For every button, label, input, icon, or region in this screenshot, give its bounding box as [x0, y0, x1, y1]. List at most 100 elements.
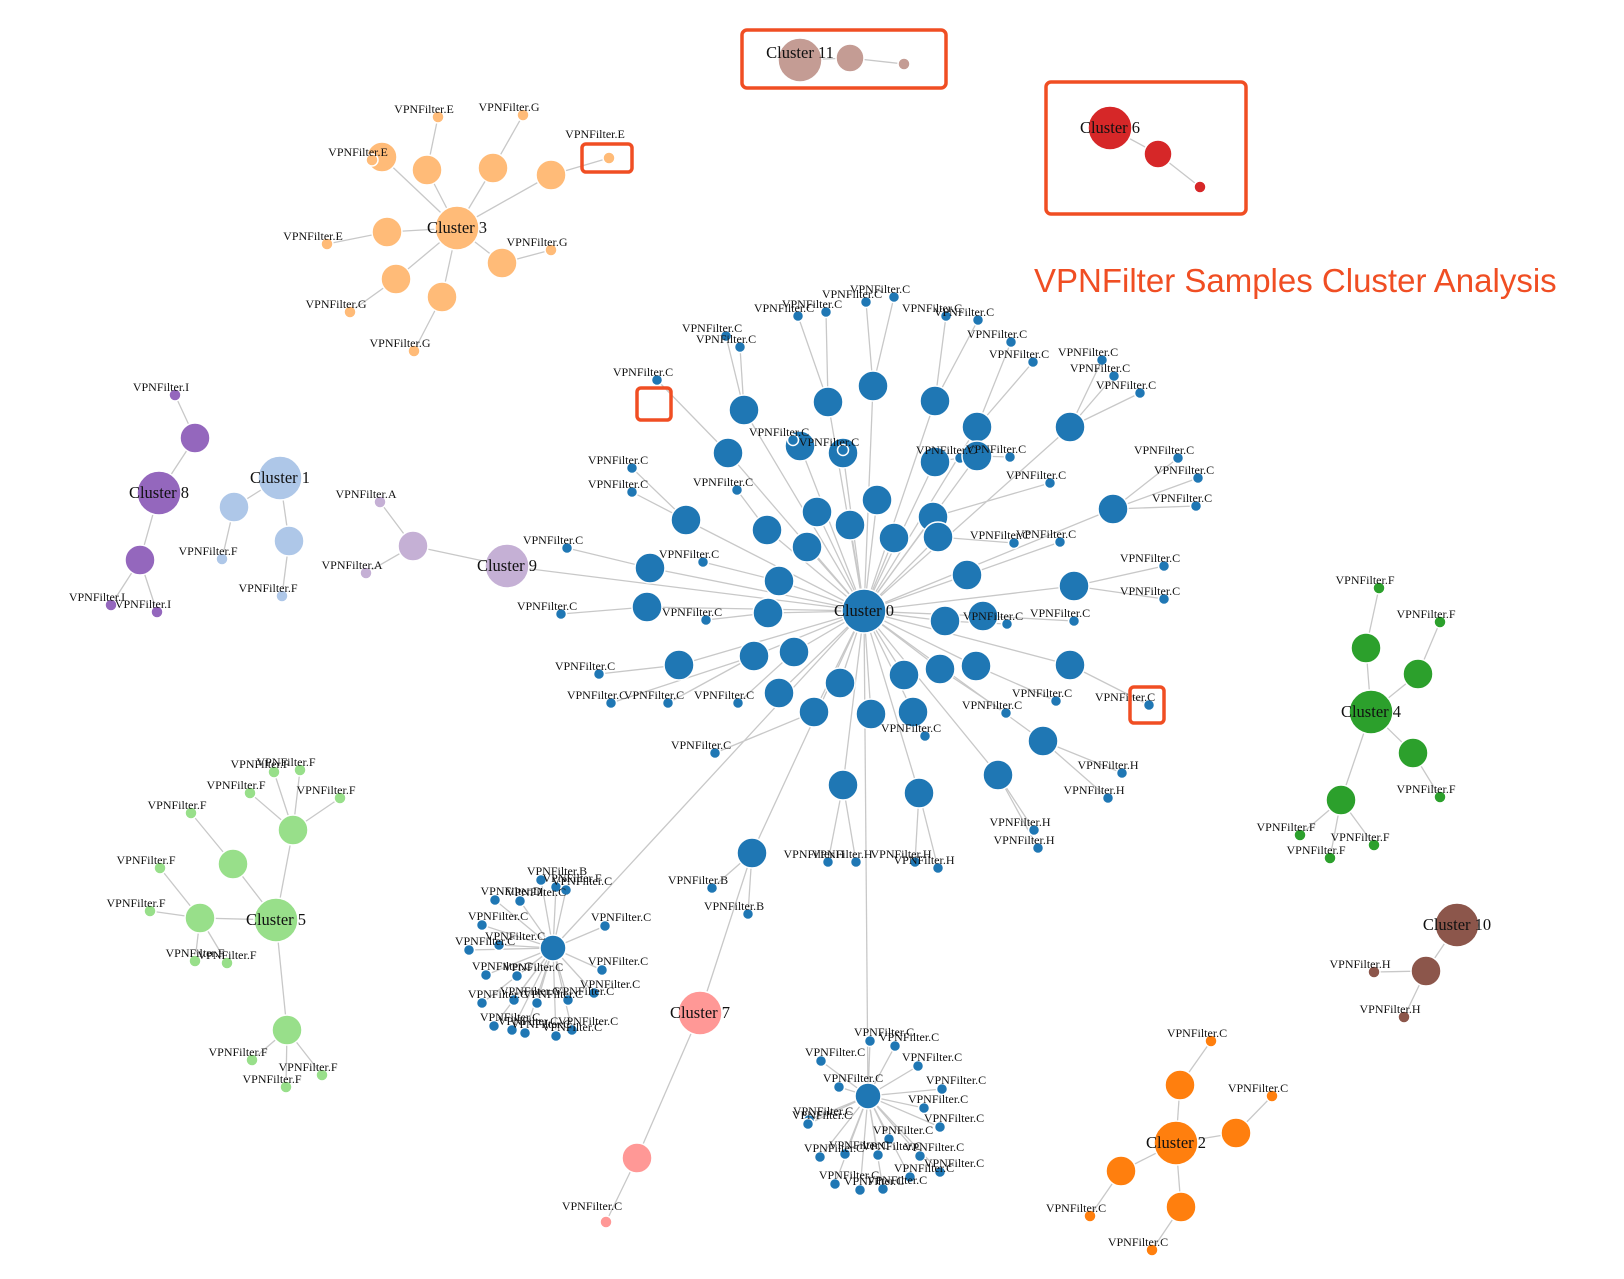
c6-hub[interactable]	[1087, 105, 1133, 151]
c0-substar-bottom-leaf-12[interactable]	[838, 1147, 852, 1161]
c0-node-19[interactable]	[763, 565, 795, 597]
c0-hub[interactable]	[841, 588, 887, 634]
c3-leaf-0-0[interactable]	[431, 110, 445, 124]
c5-leaf-2-0[interactable]	[153, 861, 167, 875]
c1-leaf-1-0[interactable]	[275, 589, 289, 603]
c0-node-26[interactable]	[929, 605, 961, 637]
c0-node-23[interactable]	[951, 559, 983, 591]
c0-node-12[interactable]	[751, 514, 783, 546]
c0-node-24[interactable]	[631, 591, 663, 623]
c0-leaf-22-0[interactable]	[1007, 536, 1021, 550]
c0-leaf-12-0[interactable]	[730, 483, 744, 497]
c0-substar-bottom-leaf-3[interactable]	[911, 1059, 925, 1073]
c0-substar-left-leaf-10[interactable]	[479, 968, 493, 982]
c0-substar-bottom-leaf-4[interactable]	[832, 1080, 846, 1094]
c0-substar-left-leaf-5[interactable]	[475, 918, 489, 932]
c5-leaf-3-1[interactable]	[315, 1068, 329, 1082]
c0-node-27[interactable]	[967, 600, 999, 632]
c4-leaf-1-0[interactable]	[1433, 615, 1447, 629]
c0-leaf-11-1[interactable]	[625, 485, 639, 499]
c0-leaf-39-0[interactable]	[1049, 694, 1063, 708]
c0-substar-bottom-leaf-11[interactable]	[882, 1132, 896, 1146]
c8-leaf-1-0[interactable]	[104, 598, 118, 612]
c0-substar-bottom-leaf-17[interactable]	[853, 1183, 867, 1197]
c5-node-3[interactable]	[271, 1014, 303, 1046]
c1-leaf-0-0[interactable]	[215, 552, 229, 566]
c0-node-30[interactable]	[738, 640, 770, 672]
c4-leaf-3-1[interactable]	[1323, 851, 1337, 865]
c0-leaf-27-0[interactable]	[1067, 614, 1081, 628]
c0-substar-bottom-leaf-14[interactable]	[871, 1148, 885, 1162]
c0-leaf-30-0[interactable]	[604, 696, 618, 710]
c0-substar-left-leaf-17[interactable]	[487, 1019, 501, 1033]
c2-leaf-0-0[interactable]	[1204, 1034, 1218, 1048]
c0-node-22[interactable]	[922, 521, 954, 553]
c0-substar-left-leaf-3[interactable]	[513, 894, 527, 908]
c9-hub[interactable]	[484, 543, 530, 589]
c0-leaf-5-0[interactable]	[1095, 353, 1109, 367]
c7-hub[interactable]	[677, 990, 723, 1036]
c0-substar-left-hub[interactable]	[539, 934, 567, 962]
c3-leaf-1-0[interactable]	[516, 108, 530, 122]
c0-leaf-29-0[interactable]	[592, 667, 606, 681]
c5-leaf-0-1[interactable]	[293, 763, 307, 777]
c8-leaf-1-1[interactable]	[150, 605, 164, 619]
c0-leaf-43-1[interactable]	[931, 861, 945, 875]
c10-node-0[interactable]	[1410, 955, 1442, 987]
c0-leaf-26-0[interactable]	[1000, 617, 1014, 631]
c6-leaf[interactable]	[1193, 180, 1207, 194]
c0-node-14[interactable]	[834, 509, 866, 541]
c2-node-2[interactable]	[1105, 1155, 1137, 1187]
c0-leaf-41-0[interactable]	[1115, 766, 1129, 780]
c0-node-35[interactable]	[855, 698, 887, 730]
c0-node-17[interactable]	[1097, 493, 1129, 525]
c0-leaf-8-0[interactable]	[836, 443, 850, 457]
c3-leaf-2-0[interactable]	[602, 151, 616, 165]
c10-leaf-0-1[interactable]	[1397, 1010, 1411, 1024]
c4-leaf-3-2[interactable]	[1367, 838, 1381, 852]
c10-hub[interactable]	[1434, 902, 1480, 948]
c0-leaf-30-1[interactable]	[661, 696, 675, 710]
c5-hub[interactable]	[253, 897, 299, 943]
c9-leaf-0-1[interactable]	[359, 566, 373, 580]
c0-substar-bottom-leaf-15[interactable]	[933, 1165, 947, 1179]
c0-leaf-42-1[interactable]	[1031, 841, 1045, 855]
c0-substar-bottom-leaf-13[interactable]	[913, 1149, 927, 1163]
c0-substar-bottom-leaf-19[interactable]	[903, 1170, 917, 1184]
c0-leaf-4-1[interactable]	[1026, 355, 1040, 369]
c0-leaf-44-0[interactable]	[821, 855, 835, 869]
c0-node-32[interactable]	[763, 677, 795, 709]
c0-leaf-0-0[interactable]	[733, 340, 747, 354]
c11-leaf[interactable]	[897, 57, 911, 71]
c5-leaf-1-0[interactable]	[184, 806, 198, 820]
c4-leaf-2-0[interactable]	[1433, 790, 1447, 804]
c0-node-21[interactable]	[878, 522, 910, 554]
c9-leaf-0-0[interactable]	[373, 495, 387, 509]
c4-node-1[interactable]	[1402, 658, 1434, 690]
c7-leaf-0-0[interactable]	[599, 1215, 613, 1229]
c0-leaf-42-0[interactable]	[1027, 823, 1041, 837]
c0-node-39[interactable]	[960, 650, 992, 682]
c11-hub[interactable]	[777, 37, 823, 83]
c0-leaf-28-1[interactable]	[1157, 592, 1171, 606]
c0-leaf-18-0[interactable]	[560, 541, 574, 555]
c0-substar-left-leaf-19[interactable]	[549, 1029, 563, 1043]
c0-substar-bottom-leaf-9[interactable]	[933, 1120, 947, 1134]
c0-substar-left-leaf-16[interactable]	[587, 986, 601, 1000]
c0-node-40[interactable]	[1054, 649, 1086, 681]
c3-hub[interactable]	[434, 205, 480, 251]
c0-leaf-17-0[interactable]	[1171, 451, 1185, 465]
c0-leaf-24-0[interactable]	[554, 607, 568, 621]
c0-node-37[interactable]	[897, 696, 929, 728]
c0-leaf-37-0[interactable]	[918, 729, 932, 743]
c0-substar-left-leaf-0[interactable]	[534, 873, 548, 887]
c10-leaf-0-0[interactable]	[1367, 965, 1381, 979]
c0-leaf-23-0[interactable]	[1053, 535, 1067, 549]
c0-node-33[interactable]	[798, 696, 830, 728]
c0-node-45[interactable]	[736, 837, 768, 869]
c3-leaf-4-0[interactable]	[544, 243, 558, 257]
c5-leaf-0-2[interactable]	[243, 786, 257, 800]
c0-substar-bottom-leaf-7[interactable]	[917, 1101, 931, 1115]
c0-substar-bottom-leaf-18[interactable]	[876, 1182, 890, 1196]
c0-node-34[interactable]	[824, 667, 856, 699]
